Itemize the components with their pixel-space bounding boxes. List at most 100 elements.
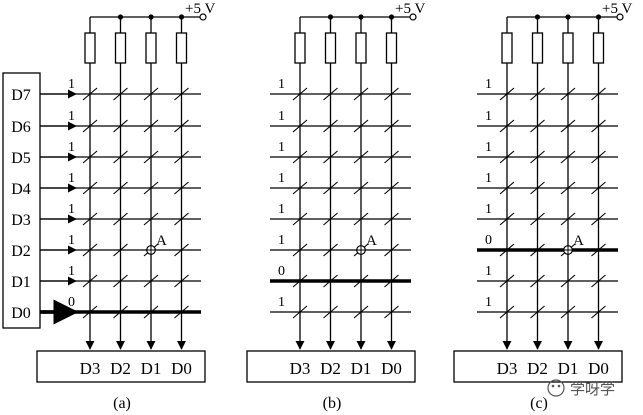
diode-mark [384,87,399,101]
row-value: 1 [68,77,75,92]
output-register [453,350,623,383]
diode-mark [113,305,128,319]
input-label-d6: D6 [11,119,31,136]
diode-mark [530,274,545,288]
pullup-resistor [324,32,337,64]
watermark-icon-dot [551,384,555,388]
row-value: 1 [278,295,285,310]
diode-mark [82,243,98,257]
diode-mark [499,274,515,288]
diode-mark [174,181,189,195]
node-a-label: A [156,233,167,249]
diode-mark [499,243,515,257]
diode-mark [174,243,189,257]
row-value: 1 [68,233,75,248]
diode-mark [323,150,338,164]
diode-mark [292,150,308,164]
output-label-d3: D3 [290,359,311,378]
diode-mark [353,119,369,133]
pullup-resistor [175,32,188,64]
diode-mark [384,150,399,164]
diode-mark [384,305,399,319]
diode-mark [591,87,606,101]
watermark-icon-dot [557,384,561,388]
output-label-d3: D3 [497,359,518,378]
diode-mark [530,150,545,164]
diode-mark [292,305,308,319]
input-label-d2: D2 [11,243,31,260]
input-label-d3: D3 [11,212,31,229]
watermark: 学呀学 [547,379,615,398]
diode-mark [560,212,576,226]
pullup-resistor [385,32,398,64]
row-value: 1 [485,109,492,124]
diode-mark [384,274,399,288]
panel-caption: (b) [323,395,342,412]
diode-mark [591,274,606,288]
watermark-text: 学呀学 [570,380,615,398]
output-register [246,350,416,383]
pullup-resistor [145,32,157,64]
diode-mark [292,274,308,288]
diode-mark [591,119,606,133]
diode-mark [591,150,606,164]
output-label-d2: D2 [527,359,548,378]
row-value: 1 [485,202,492,217]
panel-caption: (a) [113,395,131,412]
diode-mark [174,119,189,133]
output-label-d1: D1 [141,359,162,378]
diode-mark [323,212,338,226]
diode-mark [353,150,369,164]
diode-mark [384,243,399,257]
output-label-d0: D0 [171,359,192,378]
row-value: 1 [485,171,492,186]
supply-label: +5 V [602,1,632,17]
diode-mark [384,212,399,226]
diode-mark [174,212,189,226]
diode-mark [174,274,189,288]
diode-mark [530,181,545,195]
diode-mark [353,274,369,288]
diode-mark [113,243,128,257]
diode-mark [323,243,338,257]
row-value: 1 [68,264,75,279]
diode-mark [323,181,338,195]
input-label-d0: D0 [11,305,31,322]
pullup-resistor [531,32,544,64]
diode-mark [591,212,606,226]
diode-mark [174,150,189,164]
diode-mark [323,274,338,288]
diode-mark [113,274,128,288]
diode-mark [82,119,98,133]
pullup-resistor [114,32,127,64]
diode-mark [143,119,159,133]
diode-mark [82,150,98,164]
row-value: 1 [485,77,492,92]
row-value: 1 [68,109,75,124]
diode-mark [323,119,338,133]
pullup-resistor [501,32,513,64]
diode-mark [560,274,576,288]
diode-mark [499,150,515,164]
diode-mark [113,212,128,226]
diode-mark [174,87,189,101]
diode-mark [82,212,98,226]
row-value: 1 [278,202,285,217]
input-label-d7: D7 [11,87,31,104]
diode-mark [530,243,545,257]
supply-terminal [199,13,207,21]
row-value: 1 [278,171,285,186]
diode-mark [499,305,515,319]
pullup-resistor [562,32,574,64]
diode-mark [591,181,606,195]
diode-mark [292,119,308,133]
diode-mark [113,87,128,101]
diode-mark [292,181,308,195]
node-a-label: A [573,233,584,249]
output-label-d1: D1 [558,359,579,378]
row-value: 1 [68,202,75,217]
